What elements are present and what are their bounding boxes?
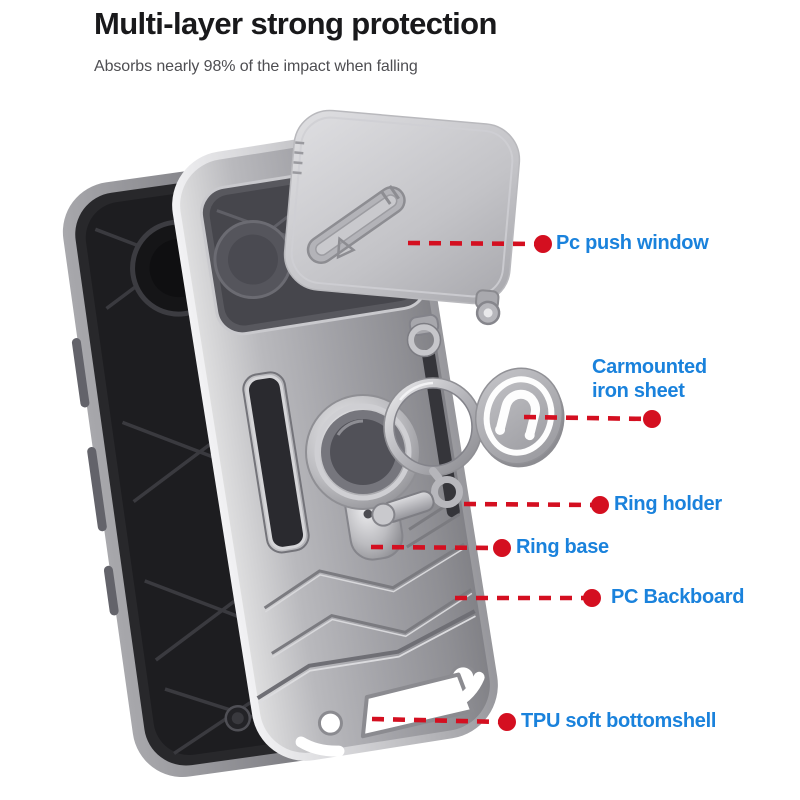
corner-slot-cutout xyxy=(295,736,345,757)
callout-line-push-window xyxy=(407,240,541,247)
slide-groove xyxy=(306,186,406,264)
callout-line-ring-holder xyxy=(463,501,599,508)
side-channel xyxy=(422,349,460,518)
slide-arrow-triangle xyxy=(336,236,356,260)
page-title: Multi-layer strong protection xyxy=(94,6,497,41)
side-button xyxy=(103,565,119,616)
horseshoe-magnet-icon xyxy=(496,389,540,437)
charging-port-cutout xyxy=(360,672,475,739)
ring-hinge-top xyxy=(406,313,442,358)
speaker-hole-cutout xyxy=(317,710,343,736)
callout-label-iron-sheet: Carmounted iron sheet xyxy=(592,356,707,402)
grip-serrations xyxy=(292,141,305,175)
callout-line-ring-base xyxy=(370,544,501,551)
carmount-iron-sheet-disc xyxy=(474,367,565,468)
side-window-cutout xyxy=(245,375,307,550)
callout-label-pc-backboard: PC Backboard xyxy=(611,586,745,608)
corner-slot-cutout xyxy=(449,671,485,709)
armor-panel-seam xyxy=(256,609,476,700)
callout-dots xyxy=(493,235,661,731)
push-window-cover xyxy=(283,109,521,326)
callout-label-tpu-bottomshell: TPU soft bottomshell xyxy=(521,710,717,732)
page-subtitle: Absorbs nearly 98% of the impact when fa… xyxy=(94,58,418,75)
side-button xyxy=(71,338,90,408)
callout-line-tpu-bottomshell xyxy=(371,716,506,725)
ring-holder-loop xyxy=(431,476,463,508)
callout-label-ring-base: Ring base xyxy=(516,536,609,558)
callout-line-iron-sheet xyxy=(523,414,651,422)
callout-label-push-window: Pc push window xyxy=(556,232,709,254)
slide-chevrons xyxy=(380,184,400,205)
side-button xyxy=(87,446,107,532)
callout-lines xyxy=(370,240,651,725)
base-screw xyxy=(363,509,373,519)
armor-seam xyxy=(263,542,465,610)
callout-label-ring-holder: Ring holder xyxy=(614,493,722,515)
armor-seam xyxy=(271,588,473,655)
ring-pivot-pin xyxy=(371,490,435,527)
